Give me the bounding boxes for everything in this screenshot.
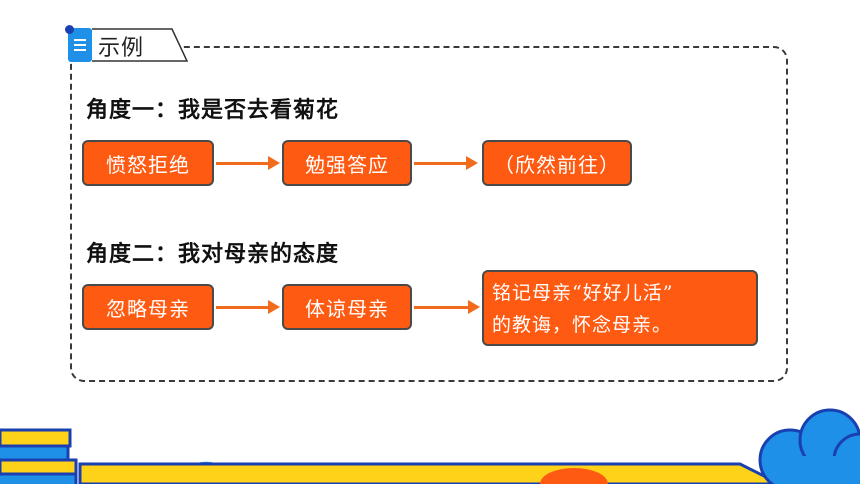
- books-icon: [0, 428, 78, 484]
- arrow-2-1: [216, 300, 280, 314]
- cloud-icon: [758, 408, 860, 484]
- bottom-decoration: [0, 408, 860, 484]
- heading-angle-1: 角度一：我是否去看菊花: [86, 97, 340, 123]
- example-tag: 示例: [65, 25, 188, 62]
- step-2-3: 铭记母亲“好好儿活” 的教诲，怀念母亲。: [482, 270, 758, 346]
- step-1-1: 愤怒拒绝: [82, 140, 214, 186]
- step-2-3-line-2: 的教诲，怀念母亲。: [492, 314, 673, 336]
- step-1-2: 勉强答应: [282, 140, 412, 186]
- step-1-3: （欣然前往）: [482, 140, 632, 186]
- arrow-1-2: [414, 156, 478, 170]
- arrow-1-1: [216, 156, 280, 170]
- list-icon: [65, 25, 92, 62]
- step-2-2: 体谅母亲: [282, 284, 412, 330]
- example-frame: [70, 46, 788, 382]
- arrow-2-2: [414, 300, 480, 314]
- step-2-3-line-1: 铭记母亲“好好儿活”: [492, 282, 674, 304]
- heading-angle-2: 角度二：我对母亲的态度: [86, 241, 340, 267]
- tag-label: 示例: [98, 36, 145, 61]
- step-2-1: 忽略母亲: [82, 284, 214, 330]
- tag-outline: [92, 28, 188, 62]
